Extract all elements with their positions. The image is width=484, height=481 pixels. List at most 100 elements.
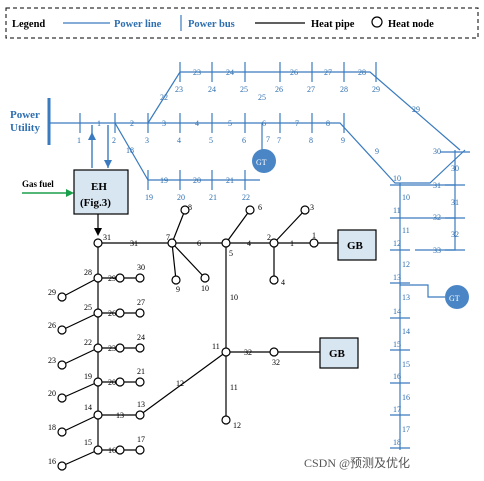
label: 17 <box>393 405 401 414</box>
label: 26 <box>48 321 56 330</box>
label: 30 <box>451 164 459 173</box>
legend-heat-pipe: Heat pipe <box>311 19 355 30</box>
label: 10 <box>402 193 410 202</box>
heat-node-32 <box>269 347 279 357</box>
pipe-or-line <box>61 449 99 467</box>
label: 14 <box>84 403 92 412</box>
arrow-icon <box>88 132 96 140</box>
heat-node-9 <box>171 275 181 285</box>
label: 12 <box>233 421 241 430</box>
power-network: 1 1 2 2 3 3 4 4 5 5 6 6 7 7 8 8 9 22 23 … <box>49 62 470 450</box>
label: 4 <box>195 119 199 128</box>
label: 4 <box>281 278 285 287</box>
label: GT <box>256 158 267 167</box>
power-utility: Power Utility <box>10 98 51 145</box>
heat-node-24 <box>135 343 145 353</box>
label: 17 <box>402 425 410 434</box>
label: 18 <box>393 438 401 447</box>
label: 9 <box>176 285 180 294</box>
label: GB <box>347 240 364 252</box>
label: 16 <box>393 372 401 381</box>
heat-node-17 <box>135 445 145 455</box>
network-line <box>147 71 461 151</box>
heat-node-31 <box>93 238 103 248</box>
label: 2 <box>112 136 116 145</box>
node <box>371 16 383 28</box>
pipe-or-line <box>61 277 99 298</box>
label: 25 <box>240 85 248 94</box>
label: 7 <box>166 233 170 242</box>
heat-node-29b <box>57 292 67 302</box>
label: 26 <box>275 85 283 94</box>
label: 8 <box>309 136 313 145</box>
energy-hub: EH (Fig.3) <box>73 169 129 236</box>
label: 31 <box>103 233 111 242</box>
label: 12 <box>393 239 401 248</box>
label: 1 <box>97 119 101 128</box>
heat-node-20b <box>57 393 67 403</box>
heat-node-11 <box>221 347 231 357</box>
label: 8 <box>326 119 330 128</box>
label: 19 <box>145 193 153 202</box>
label: 20 <box>177 193 185 202</box>
label: 20 <box>193 176 201 185</box>
label: 6 <box>258 203 262 212</box>
gt-generator-2 <box>445 285 469 309</box>
label: 29 <box>372 85 380 94</box>
label: 12 <box>402 260 410 269</box>
label: 17 <box>137 435 145 444</box>
heat-node-14 <box>93 410 103 420</box>
heat-node-16 <box>115 445 125 455</box>
legend-heat-node: Heat node <box>388 19 434 30</box>
gt-generator-1 <box>252 149 276 173</box>
heat-node-26 <box>115 308 125 318</box>
label: 32 <box>433 213 441 222</box>
pipe-or-line <box>273 209 306 244</box>
label: 5 <box>229 249 233 258</box>
heat-network: 31 31 7 6 5 4 2 1 1 8 9 10 6 3 4 11 32 3… <box>48 203 338 471</box>
pipe-or-line <box>61 381 99 399</box>
heat-node-10 <box>200 273 210 283</box>
heat-node-3 <box>300 205 310 215</box>
label: 13 <box>393 273 401 282</box>
label: 28 <box>84 268 92 277</box>
label: 14 <box>402 327 410 336</box>
heat-node-20 <box>115 377 125 387</box>
label: 20 <box>108 378 116 387</box>
label: 23 <box>108 344 116 353</box>
label: 29 <box>48 288 56 297</box>
label: 4 <box>177 136 181 145</box>
label: 27 <box>137 298 145 307</box>
label: 1 <box>290 239 294 248</box>
label: 15 <box>84 438 92 447</box>
heat-node-7 <box>167 238 177 248</box>
label: 10 <box>201 284 209 293</box>
pipe-or-line <box>171 209 186 244</box>
heat-node-15 <box>93 445 103 455</box>
label: 6 <box>242 136 246 145</box>
network-line <box>49 122 466 184</box>
network-line <box>114 122 260 181</box>
label: EH <box>91 181 107 193</box>
box <box>5 7 479 39</box>
label: 1 <box>312 231 316 240</box>
pipe-or-line <box>61 414 99 433</box>
label: 16 <box>108 446 116 455</box>
label: 28 <box>358 68 366 77</box>
label: 7 <box>295 119 299 128</box>
label: GT <box>449 294 460 303</box>
label: 10 <box>230 293 238 302</box>
label: 13 <box>402 293 410 302</box>
power-utility-label-1: Power <box>10 109 40 121</box>
label: 7 <box>277 136 281 145</box>
box <box>319 337 359 369</box>
label: 13 <box>116 411 124 420</box>
label: 2 <box>130 119 134 128</box>
label: 2 <box>267 233 271 242</box>
label: 3 <box>145 136 149 145</box>
pipe-or-line <box>225 209 251 244</box>
label: 3 <box>162 119 166 128</box>
box <box>73 169 129 215</box>
